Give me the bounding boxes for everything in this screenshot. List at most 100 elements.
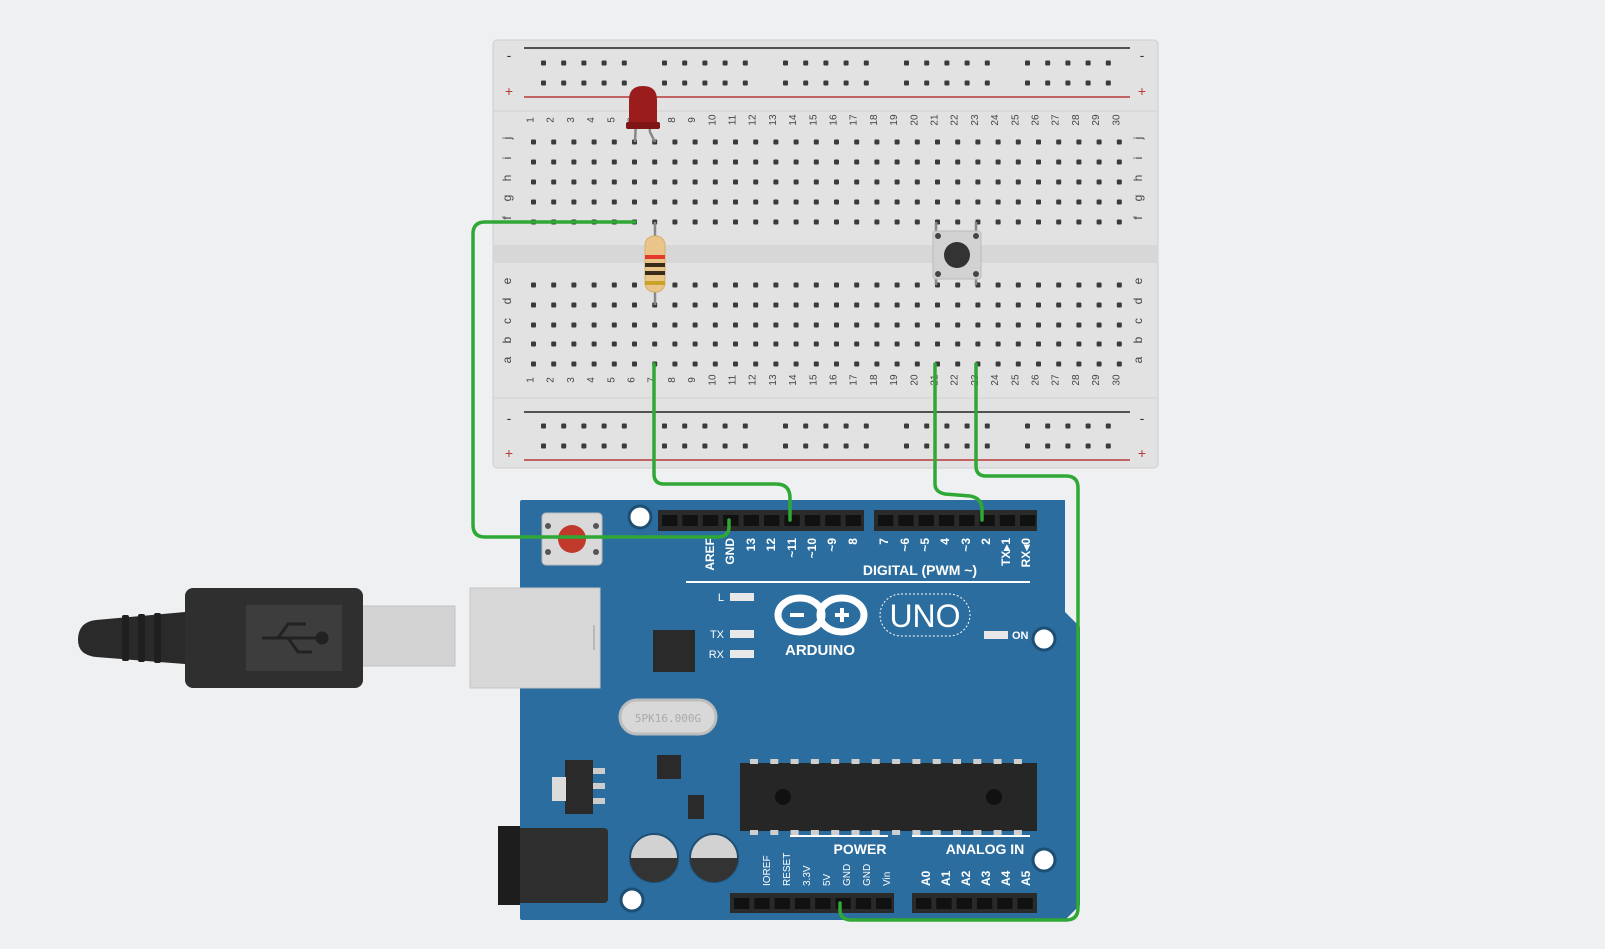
breadboard-hole[interactable]	[1036, 159, 1041, 165]
breadboard-hole[interactable]	[854, 219, 860, 225]
breadboard-holes[interactable]	[531, 60, 1122, 449]
rail-hole[interactable]	[1065, 423, 1071, 429]
rail-hole[interactable]	[581, 443, 587, 449]
breadboard-hole[interactable]	[914, 139, 920, 145]
breadboard-hole[interactable]	[1056, 282, 1062, 288]
breadboard-hole[interactable]	[692, 282, 698, 288]
rail-hole[interactable]	[1045, 80, 1051, 86]
header-pin[interactable]	[936, 898, 952, 909]
breadboard-hole[interactable]	[935, 322, 940, 328]
breadboard-hole[interactable]	[1096, 139, 1102, 145]
breadboard-hole[interactable]	[692, 322, 698, 328]
breadboard-hole[interactable]	[1116, 179, 1122, 185]
breadboard-hole[interactable]	[712, 219, 718, 225]
breadboard-hole[interactable]	[672, 341, 678, 347]
breadboard-hole[interactable]	[793, 361, 799, 367]
breadboard-hole[interactable]	[894, 302, 900, 308]
rail-hole[interactable]	[843, 80, 849, 86]
header-pin[interactable]	[959, 515, 975, 526]
rail-hole[interactable]	[561, 60, 567, 66]
rail-hole[interactable]	[722, 60, 728, 66]
rail-hole[interactable]	[964, 80, 970, 86]
breadboard-hole[interactable]	[813, 219, 819, 225]
breadboard-hole[interactable]	[672, 322, 678, 328]
breadboard-hole[interactable]	[1036, 341, 1041, 347]
breadboard-hole[interactable]	[1116, 302, 1122, 308]
breadboard-hole[interactable]	[1036, 282, 1041, 288]
breadboard-hole[interactable]	[531, 341, 536, 347]
breadboard-hole[interactable]	[531, 361, 536, 367]
rail-hole[interactable]	[904, 80, 909, 86]
breadboard-hole[interactable]	[1036, 361, 1041, 367]
breadboard-hole[interactable]	[854, 139, 860, 145]
breadboard-hole[interactable]	[1036, 322, 1041, 328]
breadboard-hole[interactable]	[591, 302, 597, 308]
breadboard-hole[interactable]	[672, 302, 678, 308]
header-pin[interactable]	[979, 515, 995, 526]
breadboard-hole[interactable]	[571, 179, 577, 185]
breadboard-hole[interactable]	[1116, 159, 1122, 165]
breadboard-hole[interactable]	[551, 199, 557, 205]
header-pin[interactable]	[997, 898, 1013, 909]
breadboard-hole[interactable]	[1036, 302, 1041, 308]
rail-hole[interactable]	[722, 443, 728, 449]
breadboard-hole[interactable]	[834, 179, 839, 185]
breadboard-hole[interactable]	[733, 282, 738, 288]
breadboard-hole[interactable]	[632, 179, 637, 185]
rail-hole[interactable]	[783, 80, 788, 86]
breadboard-hole[interactable]	[1056, 159, 1062, 165]
rail-hole[interactable]	[924, 60, 930, 66]
header-pin[interactable]	[898, 515, 914, 526]
breadboard-hole[interactable]	[611, 322, 617, 328]
rail-hole[interactable]	[1105, 80, 1111, 86]
rail-hole[interactable]	[843, 60, 849, 66]
rail-hole[interactable]	[783, 60, 788, 66]
header-pin[interactable]	[855, 898, 872, 909]
breadboard-hole[interactable]	[672, 199, 678, 205]
breadboard-hole[interactable]	[914, 159, 920, 165]
rail-hole[interactable]	[662, 443, 667, 449]
breadboard-hole[interactable]	[975, 139, 981, 145]
breadboard-hole[interactable]	[773, 302, 779, 308]
breadboard-hole[interactable]	[753, 179, 759, 185]
breadboard-hole[interactable]	[834, 159, 839, 165]
breadboard-hole[interactable]	[531, 199, 536, 205]
rail-hole[interactable]	[561, 423, 567, 429]
header-pin[interactable]	[876, 898, 892, 909]
breadboard-hole[interactable]	[914, 361, 920, 367]
breadboard[interactable]: - + - + - + - + 123456789101112131415161…	[492, 39, 1159, 469]
breadboard-hole[interactable]	[894, 219, 900, 225]
breadboard-hole[interactable]	[975, 199, 981, 205]
header-pin[interactable]	[774, 898, 790, 909]
breadboard-hole[interactable]	[733, 139, 738, 145]
breadboard-hole[interactable]	[652, 322, 658, 328]
header-pin[interactable]	[764, 515, 780, 526]
breadboard-hole[interactable]	[854, 322, 860, 328]
rail-hole[interactable]	[662, 423, 667, 429]
breadboard-hole[interactable]	[733, 361, 738, 367]
breadboard-hole[interactable]	[1076, 139, 1082, 145]
breadboard-hole[interactable]	[692, 199, 698, 205]
breadboard-hole[interactable]	[874, 302, 880, 308]
breadboard-hole[interactable]	[813, 199, 819, 205]
header-pin[interactable]	[794, 898, 811, 909]
breadboard-hole[interactable]	[834, 199, 839, 205]
breadboard-hole[interactable]	[1116, 282, 1122, 288]
breadboard-hole[interactable]	[1076, 159, 1082, 165]
breadboard-hole[interactable]	[672, 282, 678, 288]
breadboard-hole[interactable]	[813, 302, 819, 308]
header-pin[interactable]	[999, 515, 1016, 526]
rail-hole[interactable]	[863, 80, 869, 86]
rail-hole[interactable]	[904, 443, 909, 449]
breadboard-hole[interactable]	[1076, 179, 1082, 185]
breadboard-hole[interactable]	[793, 179, 799, 185]
breadboard-hole[interactable]	[531, 322, 536, 328]
rail-hole[interactable]	[1065, 80, 1071, 86]
breadboard-hole[interactable]	[975, 302, 981, 308]
rail-hole[interactable]	[742, 80, 748, 86]
wire-resistor-to-pin11[interactable]	[652, 362, 792, 522]
breadboard-hole[interactable]	[975, 179, 981, 185]
breadboard-hole[interactable]	[1096, 219, 1102, 225]
breadboard-hole[interactable]	[854, 361, 860, 367]
